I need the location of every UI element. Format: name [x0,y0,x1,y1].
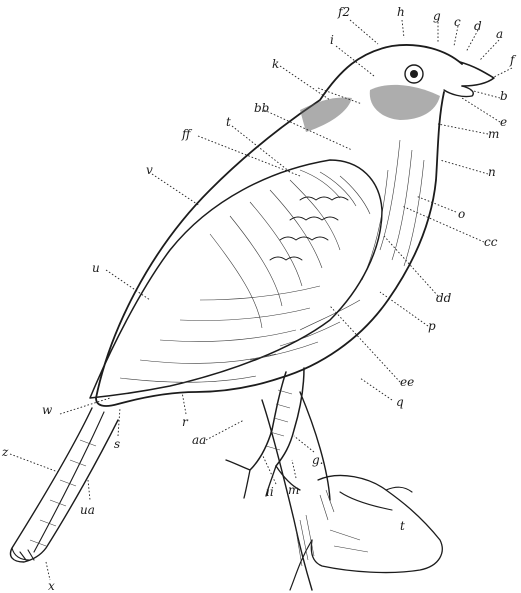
label-ff: ff [181,127,193,141]
label-f2: f2 [337,5,350,19]
label-s: s [114,437,120,451]
label-t: t [226,115,231,129]
label-z: z [1,445,9,459]
label-o: o [458,207,465,221]
label-g-top: g [433,9,441,23]
label-aa-foot: aa [192,433,206,447]
label-r: r [182,415,189,429]
label-k: k [272,57,279,71]
label-cc: cc [484,235,498,249]
label-w: w [42,403,53,417]
label-t-branch: t [400,519,405,533]
label-p: p [428,319,436,333]
legs-illustration [226,368,304,498]
label-a: a [496,27,503,41]
label-dd: dd [436,291,452,305]
wing-illustration [90,160,382,398]
label-ee: ee [400,375,414,389]
label-m-foot: m [288,483,299,497]
label-i: i [330,33,334,47]
label-d: d [474,19,482,33]
label-ii: ii [266,485,274,499]
label-c: c [454,15,461,29]
label-n: n [488,165,496,179]
callout-labels: f2 h g c d a f i b e k bb m n ff t v o c… [1,5,517,593]
label-bb: bb [254,101,269,115]
label-e: e [500,115,507,129]
tail-illustration [11,408,119,562]
label-u: u [92,261,100,275]
label-v: v [146,163,153,177]
label-g-foot: g. [312,453,324,467]
label-ua: ua [80,503,95,517]
label-f-right: f [509,53,517,67]
label-m-head: m [488,127,499,141]
body-illustration [96,45,494,406]
label-b: b [500,89,508,103]
label-h: h [397,5,405,19]
label-q: q [396,395,404,409]
label-x: x [48,579,55,593]
